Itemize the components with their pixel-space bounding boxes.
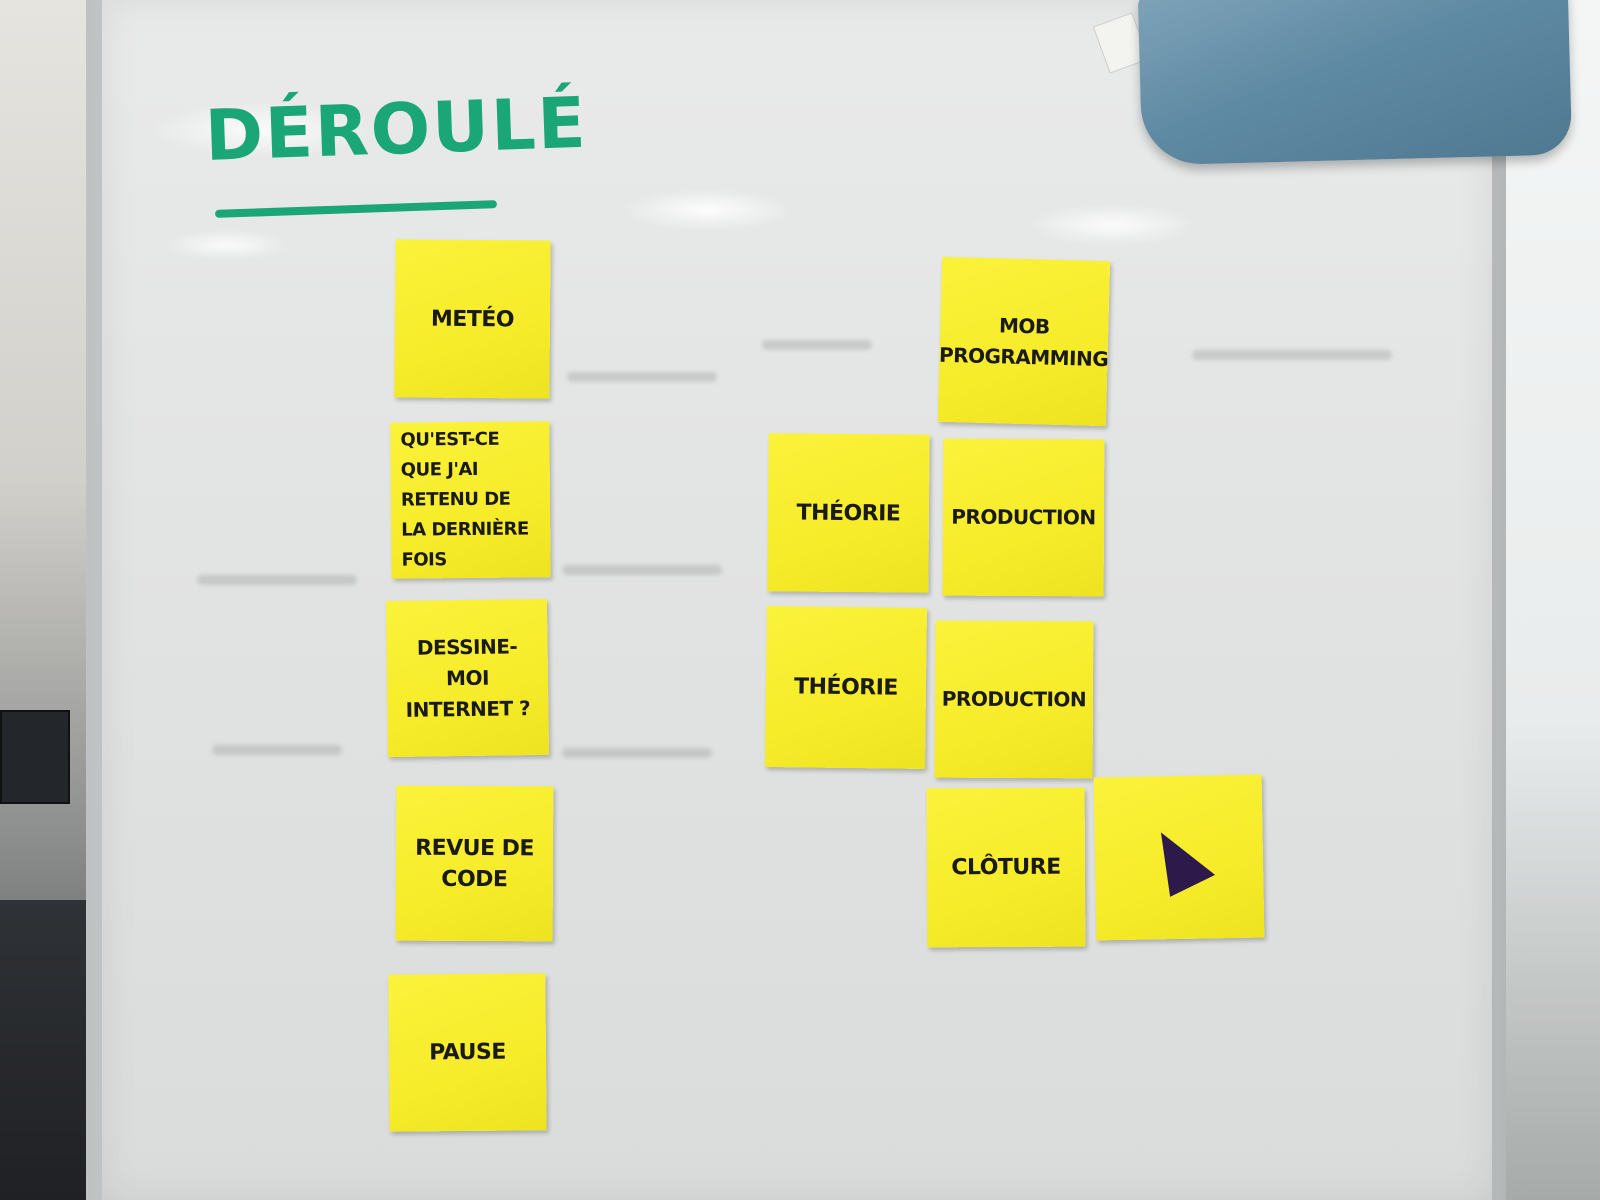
board-title: DÉROULÉ (203, 81, 589, 177)
sticky-note-mob-programming: MOB PROGRAMMING (937, 256, 1111, 427)
note-label: THÉORIE (796, 500, 901, 526)
note-label: PRODUCTION (941, 686, 1087, 712)
triangle-marker-icon (1142, 818, 1216, 897)
note-label: THÉORIE (793, 674, 899, 701)
sticky-note-production-1: PRODUCTION (942, 438, 1105, 597)
background-window (1490, 0, 1600, 1200)
board-smudge (562, 748, 712, 758)
note-label: QU'EST-CE QUE J'AI RETENU DE LA DERNIÈRE… (400, 428, 529, 571)
sticky-note-theorie-2: THÉORIE (765, 606, 927, 769)
board-smudge (567, 372, 717, 382)
note-label: CLÔTURE (951, 854, 1061, 881)
note-label: METÉO (430, 306, 515, 332)
sticky-note-marker (1093, 774, 1265, 941)
board-smudge (197, 575, 357, 585)
board-smudge (212, 745, 342, 755)
board-smudge (762, 340, 872, 350)
sticky-note-cloture: CLÔTURE (926, 787, 1086, 948)
sticky-note-pause: PAUSE (388, 973, 547, 1132)
note-label: PRODUCTION (951, 504, 1096, 530)
sticky-note-revue-de-code: REVUE DE CODE (395, 785, 554, 942)
sticky-note-production-2: PRODUCTION (934, 620, 1094, 779)
sticky-note-meteo: METÉO (394, 239, 551, 399)
sticky-note-recap: QU'EST-CE QUE J'AI RETENU DE LA DERNIÈRE… (390, 421, 551, 579)
cleaning-towel (1137, 0, 1573, 166)
whiteboard (102, 0, 1492, 1200)
board-smudge (1192, 350, 1392, 360)
note-label: PAUSE (429, 1039, 506, 1066)
note-label: MOB PROGRAMMING (938, 312, 1109, 371)
note-label: DESSINE-MOI INTERNET ? (405, 633, 531, 722)
sticky-note-dessine-moi-internet: DESSINE-MOI INTERNET ? (385, 598, 550, 758)
background-cabinet (0, 900, 92, 1200)
board-smudge (562, 565, 722, 575)
note-label: REVUE DE CODE (415, 835, 535, 892)
sticky-note-theorie-1: THÉORIE (767, 433, 930, 593)
background-shelf (0, 710, 70, 804)
